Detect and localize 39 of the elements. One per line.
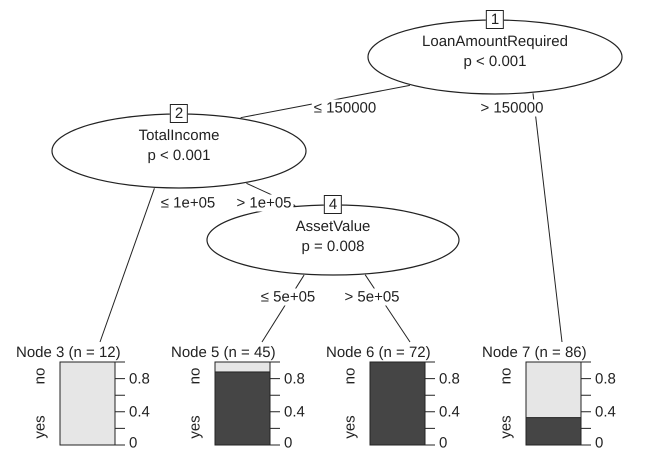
node-number: 2	[170, 104, 188, 123]
tick-label: 0	[284, 436, 292, 450]
edge-label: > 150000	[478, 100, 546, 116]
node-number: 4	[324, 195, 342, 214]
tick-label: 0	[595, 436, 604, 450]
tick-label: 0.8	[129, 371, 150, 386]
split-variable: AssetValue	[294, 218, 372, 236]
node-title: Node 5 (n = 45)	[171, 344, 276, 361]
tick-label: 0.8	[595, 371, 616, 386]
tick-label: 0	[439, 436, 448, 450]
tick-label: 0.4	[439, 404, 460, 420]
branch-line	[532, 92, 562, 342]
p-value: p < 0.001	[146, 147, 212, 165]
tick-label: 0.4	[129, 404, 150, 420]
split-variable: LoanAmountRequired	[421, 33, 569, 51]
class-label: no	[188, 368, 202, 384]
class-label: no	[498, 368, 514, 384]
node-title: Node 6 (n = 72)	[326, 344, 431, 361]
branch-line	[100, 188, 155, 342]
tick-label: 0	[129, 436, 138, 450]
class-label: yes	[498, 415, 514, 439]
node-number: 1	[486, 10, 504, 29]
edge-label: ≤ 5e+05	[258, 288, 318, 306]
edge-label: > 1e+05	[234, 194, 294, 212]
p-value: p = 0.008	[300, 238, 366, 256]
class-label: yes	[342, 415, 358, 439]
split-variable: TotalIncome	[138, 127, 220, 145]
class-label: yes	[188, 415, 202, 439]
tick-label: 0.8	[284, 371, 305, 386]
node-title: Node 3 (n = 12)	[16, 344, 121, 361]
edge-label: > 5e+05	[342, 288, 402, 306]
class-label: yes	[32, 415, 48, 439]
tick-label: 0.8	[439, 371, 460, 386]
class-label: no	[342, 368, 358, 384]
class-label: no	[32, 368, 48, 384]
tick-label: 0.4	[595, 404, 616, 420]
node-title: Node 7 (n = 86)	[482, 344, 587, 361]
tick-label: 0.4	[284, 404, 305, 420]
p-value: p < 0.001	[462, 53, 528, 71]
